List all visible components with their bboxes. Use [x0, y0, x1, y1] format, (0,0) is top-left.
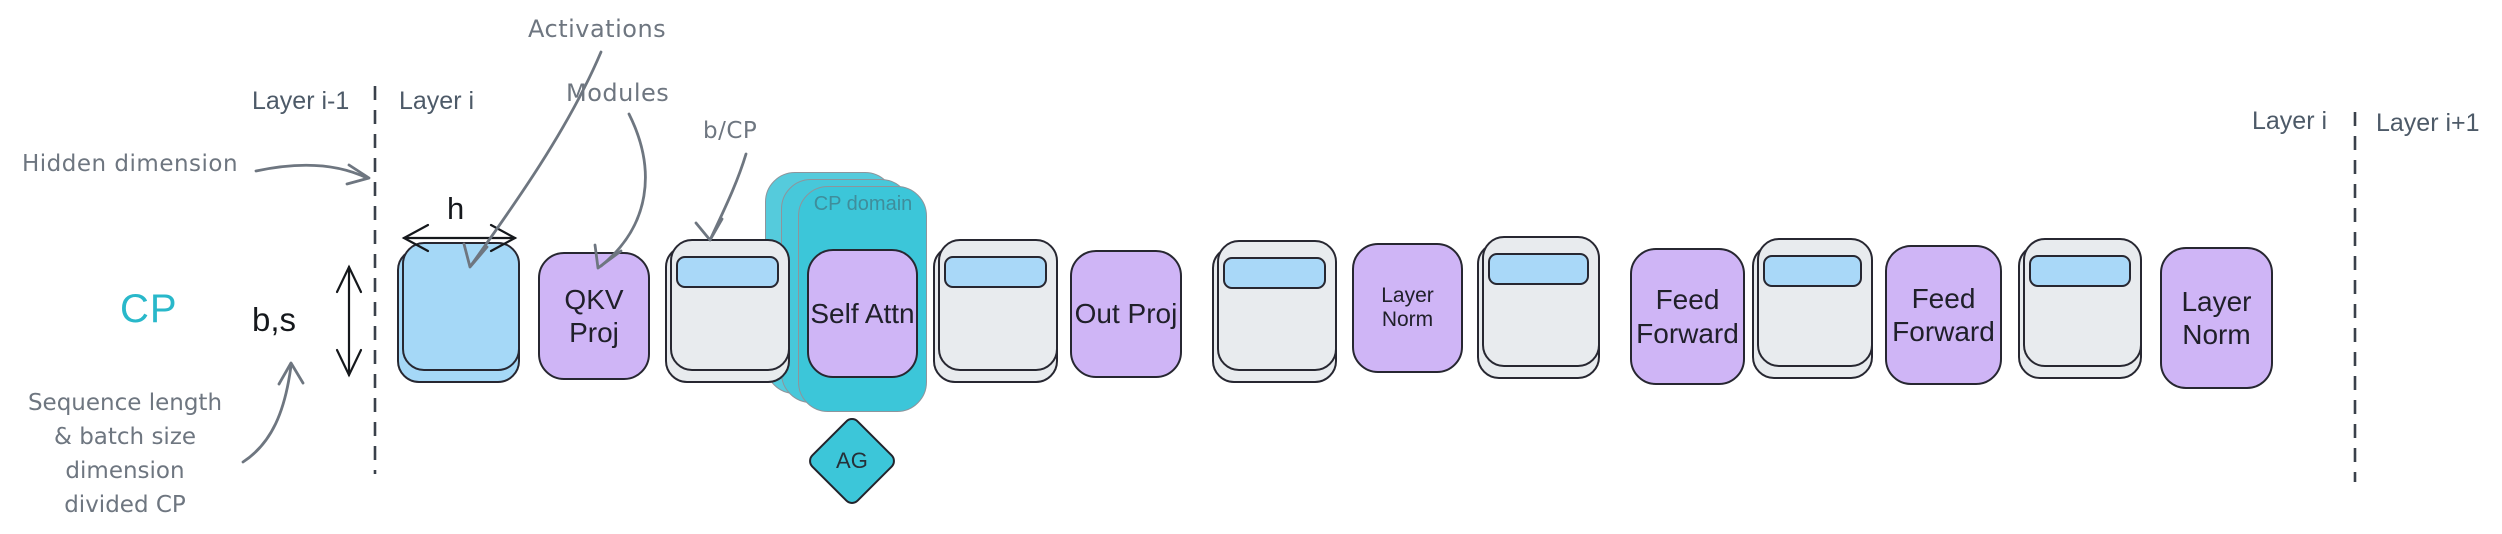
cp-domain-label: CP domain [813, 193, 913, 215]
modules-arrow [593, 112, 647, 270]
activation-box-sharded [2018, 238, 2142, 379]
activation-box-sharded [1212, 240, 1337, 383]
module-feed-forward-1: Feed Forward [1630, 248, 1745, 385]
sequence-note-line: dimension [65, 458, 185, 484]
activation-box-sharded [1477, 236, 1600, 379]
diamond-shape: AG [805, 414, 899, 508]
sequence-note-line: divided CP [64, 492, 186, 518]
b-over-cp-arrow [694, 152, 748, 242]
sequence-note: Sequence length & batch size dimension d… [0, 386, 250, 522]
sequence-note-arrow [241, 361, 305, 464]
layer-i-label-left: Layer i [399, 87, 475, 115]
activation-box-sharded [933, 239, 1058, 383]
modules-label: Modules [566, 79, 670, 107]
sequence-note-line: Sequence length [27, 390, 223, 416]
module-layer-norm-2: Layer Norm [2160, 247, 2273, 389]
h-dimension-label: h [447, 191, 465, 226]
activation-box-sharded [665, 239, 790, 383]
b-over-cp-label: b/CP [703, 118, 758, 144]
activation-box-full [397, 242, 520, 383]
layer-i-plus-1-label: Layer i+1 [2376, 109, 2480, 137]
layer-i-label-right: Layer i [2252, 107, 2328, 135]
bs-double-arrow [335, 264, 363, 378]
bs-dimension-label: b,s [252, 301, 297, 338]
activation-shard-strip [2029, 255, 2131, 287]
layer-i-minus-1-label: Layer i-1 [252, 87, 350, 115]
activation-box-sharded [1752, 238, 1873, 379]
activation-shard-strip [1488, 253, 1589, 285]
hidden-dimension-label: Hidden dimension [22, 151, 239, 177]
all-gather-diamond: AG [805, 414, 899, 508]
sequence-note-line: & batch size [53, 424, 197, 450]
hidden-dimension-arrow [254, 163, 371, 186]
activation-shard-strip [676, 256, 779, 288]
module-qkv-proj: QKV Proj [538, 252, 650, 380]
activations-label: Activations [528, 15, 667, 43]
activation-shard-strip [1763, 255, 1862, 287]
module-layer-norm-1: Layer Norm [1352, 243, 1463, 373]
activation-shard-strip [1223, 257, 1326, 289]
activation-shard-strip [944, 256, 1047, 288]
module-out-proj: Out Proj [1070, 250, 1182, 378]
ag-label: AG [836, 447, 868, 473]
cp-label: CP [120, 287, 178, 331]
module-feed-forward-2: Feed Forward [1885, 245, 2002, 385]
module-self-attn: Self Attn [807, 249, 918, 378]
